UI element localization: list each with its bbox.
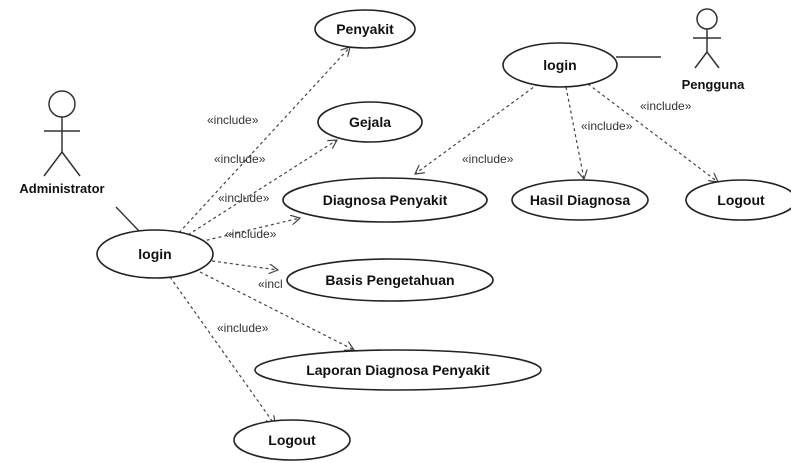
use-case-penyakit-ellipse [314, 9, 416, 49]
pengguna-head [696, 8, 718, 30]
pengguna-left-leg [694, 51, 708, 69]
use-case-laporan-diagnosa-penyakit[interactable]: Laporan Diagnosa Penyakit [254, 349, 542, 391]
use-case-laporan-label: Laporan Diagnosa Penyakit [306, 362, 490, 378]
administrator-left-leg [43, 151, 63, 177]
use-case-penyakit-label: Penyakit [336, 21, 394, 37]
include-label-basis: «include» [225, 227, 277, 241]
administrator-right-leg [61, 151, 81, 177]
use-case-admin-logout[interactable]: Logout [233, 419, 351, 461]
include-arrow-penyakit [174, 47, 350, 238]
administrator-login-association [115, 206, 141, 233]
use-case-basis-pengetahuan-ellipse [286, 258, 494, 302]
include-label-laporan: «include» [217, 321, 269, 335]
include-arrow-user-diagnosa [415, 83, 539, 174]
administrator-actor: Administrator [19, 90, 105, 196]
include-arrow-user-hasil [565, 86, 584, 179]
use-case-basis-pengetahuan-label: Basis Pengetahuan [325, 272, 454, 288]
use-case-hasil-diagnosa-ellipse [511, 179, 649, 221]
include-label-user-logout: «include» [640, 99, 692, 113]
include-arrow-basis [211, 260, 278, 270]
use-case-admin-login-ellipse [96, 229, 214, 279]
use-case-diagnosa-penyakit[interactable]: Diagnosa Penyakit [282, 177, 488, 223]
use-case-diagnosa-penyakit-label: Diagnosa Penyakit [323, 192, 448, 208]
include-arrow-gejala [182, 140, 337, 239]
pengguna-actor: Pengguna [682, 8, 746, 92]
use-case-user-logout-ellipse [685, 179, 791, 221]
use-case-diagnosa-penyakit-ellipse [282, 177, 488, 223]
include-label-user-hasil: «include» [581, 119, 633, 133]
use-case-user-login-label: login [543, 57, 576, 73]
use-case-user-login-ellipse [502, 42, 618, 88]
use-case-hasil-diagnosa-label: Hasil Diagnosa [530, 192, 631, 208]
use-case-penyakit[interactable]: Penyakit [314, 9, 416, 49]
include-label-gejala: «include» [214, 152, 266, 166]
include-arrow-laporan [199, 271, 354, 350]
use-case-user-logout-label: Logout [717, 192, 765, 208]
include-label-user-diagnosa: «include» [462, 152, 514, 166]
use-case-gejala[interactable]: Gejala [317, 101, 423, 143]
pengguna-label: Pengguna [682, 77, 746, 92]
use-case-admin-login[interactable]: login [96, 229, 214, 279]
use-case-user-logout[interactable]: Logout [685, 179, 791, 221]
use-case-gejala-ellipse [317, 101, 423, 143]
pengguna-right-leg [706, 51, 720, 69]
use-case-laporan-ellipse [254, 349, 542, 391]
use-case-admin-login-label: login [138, 246, 171, 262]
include-label-penyakit: «include» [207, 113, 259, 127]
administrator-head [48, 90, 76, 118]
use-case-gejala-label: Gejala [349, 114, 391, 130]
use-case-user-login[interactable]: login [502, 42, 618, 88]
use-case-admin-logout-label: Logout [268, 432, 316, 448]
include-arrow-admin-logout [169, 276, 275, 425]
use-case-admin-logout-ellipse [233, 419, 351, 461]
use-case-basis-pengetahuan[interactable]: Basis Pengetahuan [286, 258, 494, 302]
use-case-hasil-diagnosa[interactable]: Hasil Diagnosa [511, 179, 649, 221]
administrator-label: Administrator [19, 181, 104, 196]
include-label-diagnosa: «include» [218, 191, 270, 205]
include-label-basis-clipped: «incl [258, 277, 283, 291]
